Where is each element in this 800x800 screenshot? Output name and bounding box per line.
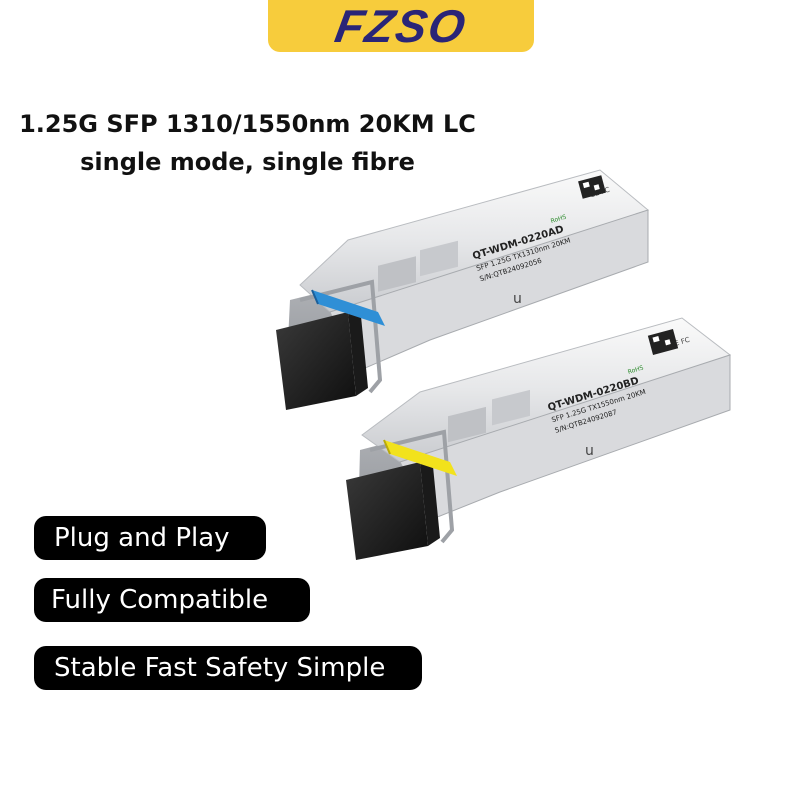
module-a-rohs-label: RoHS [550, 214, 567, 225]
module-b-qr-code [647, 328, 679, 356]
svg-text:u: u [585, 443, 594, 459]
module-a-qr-code [578, 175, 606, 199]
blue-latch-icon [311, 289, 385, 326]
module-a-optical-port [276, 312, 356, 410]
module-b-rohs-label: RoHS [627, 364, 644, 375]
product-subtitle: single mode, single fibre [80, 148, 415, 176]
yellow-latch-icon [383, 439, 457, 476]
sfp-module-a: QT-WDM-0220AD SFP 1.25G TX1310nm 20KM S/… [276, 169, 650, 410]
feature-pill-fully-compatible: Fully Compatible [34, 578, 310, 622]
feature-pill-plug-and-play: Plug and Play [34, 516, 266, 560]
feature-pill-stable-fast-safety-simple: Stable Fast Safety Simple [34, 646, 422, 690]
sfp-module-b: QT-WDM-0220BD SFP 1.25G TX1550nm 20KM S/… [346, 317, 732, 560]
product-title: 1.25G SFP 1310/1550nm 20KM LC [19, 110, 476, 138]
feature-label: Stable Fast Safety Simple [54, 653, 386, 683]
feature-label: Plug and Play [54, 523, 230, 553]
module-b-optical-port [346, 462, 428, 560]
feature-label: Fully Compatible [51, 585, 269, 615]
svg-text:u: u [513, 291, 522, 307]
brand-logo-banner: FZSO [268, 0, 534, 52]
